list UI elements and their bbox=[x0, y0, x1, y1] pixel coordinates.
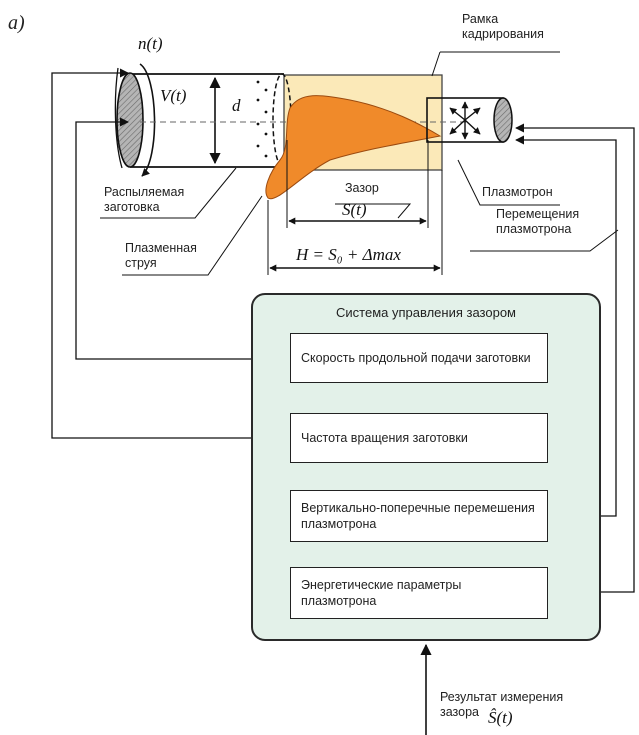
frame-label: Рамка кадрирования bbox=[462, 12, 544, 41]
plasmatron-moves-label: Перемещения плазмотрона bbox=[496, 207, 580, 236]
feed-speed-box: Скорость продольной подачи заготовки bbox=[290, 333, 548, 383]
system-title: Система управления зазором bbox=[336, 305, 516, 320]
measurement-s-hat: Ŝ(t) bbox=[488, 708, 513, 727]
diameter-label: d bbox=[232, 96, 241, 115]
velocity-label: V(t) bbox=[160, 86, 187, 105]
plasmatron-label: Плазмотрон bbox=[482, 185, 553, 199]
spray-dots bbox=[256, 80, 268, 158]
plasmatron-move-box: Вертикально-поперечные перемешения плазм… bbox=[290, 490, 548, 542]
plasma-jet bbox=[265, 95, 442, 200]
gap-label: Зазор bbox=[345, 181, 379, 195]
feed-speed-text: Скорость продольной подачи заготовки bbox=[301, 351, 531, 365]
s-label-leader bbox=[335, 203, 412, 219]
frame-leader bbox=[431, 51, 441, 77]
panel-label: а) bbox=[8, 12, 25, 34]
energy-text: Энергетические параметры плазмотрона bbox=[301, 578, 462, 608]
workpiece-label: Распыляемая заготовка bbox=[104, 185, 185, 214]
measurement-label: Результат измерения зазора bbox=[440, 690, 564, 719]
plasmatron-move-arrows bbox=[449, 101, 481, 140]
rotation-arrow-top bbox=[114, 67, 123, 169]
rotation-label: n(t) bbox=[138, 34, 163, 53]
workpiece-disc bbox=[116, 72, 144, 168]
plasmatron-move-text: Вертикально-поперечные перемешения плазм… bbox=[301, 501, 535, 531]
plasma-jet-label: Плазменная струя bbox=[125, 241, 197, 270]
rotation-box: Частота вращения заготовки bbox=[290, 413, 548, 463]
h-formula-label: H = S₀ + Δmax bbox=[296, 245, 401, 264]
plasmatron-nozzle bbox=[493, 97, 513, 143]
gap-s-label: S(t) bbox=[342, 200, 367, 219]
workpiece-leader bbox=[100, 167, 237, 219]
moves-leader bbox=[470, 229, 619, 252]
energy-box: Энергетические параметры плазмотрона bbox=[290, 567, 548, 619]
jet-leader bbox=[122, 195, 263, 276]
plasmatron-leader bbox=[457, 159, 560, 206]
rotation-arrow bbox=[139, 63, 156, 177]
feed-speed-line bbox=[75, 117, 290, 360]
rotation-line bbox=[51, 68, 290, 439]
rotation-text: Частота вращения заготовки bbox=[301, 431, 468, 445]
